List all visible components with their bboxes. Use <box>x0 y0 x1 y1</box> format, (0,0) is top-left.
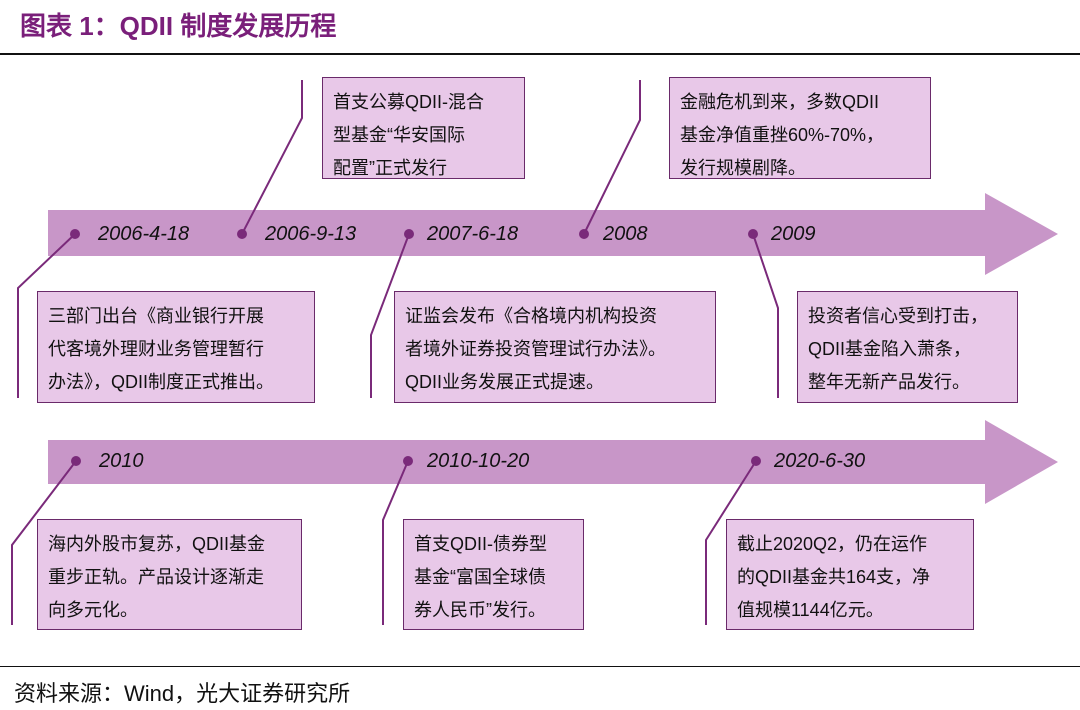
event-text-line: 三部门出台《商业银行开展 <box>48 306 264 326</box>
source-note: 资料来源：Wind，光大证券研究所 <box>14 681 351 706</box>
event-text-line: QDII基金陷入萧条， <box>808 339 972 359</box>
event-text-line: QDII业务发展正式提速。 <box>405 372 605 392</box>
event-text-line: 向多元化。 <box>48 600 138 620</box>
connector-e6 <box>11 460 77 625</box>
event-text-line: 型基金“华安国际 <box>333 125 465 145</box>
timeline-dot-2010 <box>71 456 81 466</box>
event-text-line: 基金净值重挫60%-70%， <box>680 125 885 145</box>
date-label: 2009 <box>771 223 816 245</box>
connector-e2 <box>241 80 303 235</box>
page-title: 图表 1：QDII 制度发展历程 <box>20 11 337 41</box>
timeline-dot-2020-6-30 <box>751 456 761 466</box>
event-text-line: 的QDII基金共164支，净 <box>737 567 931 587</box>
timeline-arrow-1 <box>48 193 1058 275</box>
timeline-dot-2006-4-18 <box>70 229 80 239</box>
timeline-dot-2007-6-18 <box>404 229 414 239</box>
event-text-line: 证监会发布《合格境内机构投资 <box>405 306 657 326</box>
event-text-line: 海内外股市复苏，QDII基金 <box>48 534 266 554</box>
connector-e1 <box>17 233 76 398</box>
event-box-2007-6-18: 证监会发布《合格境内机构投资 者境外证券投资管理试行办法》。 QDII业务发展正… <box>394 291 716 403</box>
event-box-2020-6-30: 截止2020Q2，仍在运作 的QDII基金共164支，净 值规模1144亿元。 <box>726 519 974 630</box>
event-box-2010-10-20: 首支QDII-债券型 基金“富国全球债 券人民币”发行。 <box>403 519 584 630</box>
connector-e4 <box>583 80 641 235</box>
event-text-line: 金融危机到来，多数QDII <box>680 92 880 112</box>
event-text-line: 代客境外理财业务管理暂行 <box>48 339 264 359</box>
connector-e7 <box>382 460 409 625</box>
event-text-line: 整年无新产品发行。 <box>808 372 970 392</box>
footer-divider <box>0 666 1080 667</box>
timeline-arrow-2 <box>48 420 1058 504</box>
event-text-line: 重步正轨。产品设计逐渐走 <box>48 567 264 587</box>
event-text-line: 基金“富国全球债 <box>414 567 546 587</box>
timeline-dot-2009 <box>748 229 758 239</box>
event-text-line: 配置”正式发行 <box>333 158 447 178</box>
timeline-dot-2010-10-20 <box>403 456 413 466</box>
date-label: 2006-4-18 <box>98 223 190 245</box>
date-label: 2010 <box>99 450 144 472</box>
event-box-2009: 投资者信心受到打击， QDII基金陷入萧条， 整年无新产品发行。 <box>797 291 1018 403</box>
event-box-2010: 海内外股市复苏，QDII基金 重步正轨。产品设计逐渐走 向多元化。 <box>37 519 302 630</box>
event-text-line: 券人民币”发行。 <box>414 600 546 620</box>
event-box-2008: 金融危机到来，多数QDII 基金净值重挫60%-70%， 发行规模剧降。 <box>669 77 931 179</box>
event-box-2006-4-18: 三部门出台《商业银行开展 代客境外理财业务管理暂行 办法》，QDII制度正式推出… <box>37 291 315 403</box>
connector-e8 <box>705 460 757 625</box>
event-text-line: 投资者信心受到打击， <box>808 306 988 326</box>
date-label: 2007-6-18 <box>427 223 519 245</box>
event-text-line: 发行规模剧降。 <box>680 158 806 178</box>
connector-e5 <box>752 233 779 398</box>
event-text-line: 办法》，QDII制度正式推出。 <box>48 372 275 392</box>
event-text-line: 首支公募QDII-混合 <box>333 92 484 112</box>
title-divider <box>0 53 1080 55</box>
date-label: 2020-6-30 <box>774 450 866 472</box>
event-text-line: 截止2020Q2，仍在运作 <box>737 534 928 554</box>
date-label: 2010-10-20 <box>427 450 530 472</box>
date-label: 2006-9-13 <box>265 223 357 245</box>
event-text-line: 值规模1144亿元。 <box>737 600 884 620</box>
date-label: 2008 <box>603 223 648 245</box>
timeline-dot-2008 <box>579 229 589 239</box>
event-text-line: 首支QDII-债券型 <box>414 534 547 554</box>
event-text-line: 者境外证券投资管理试行办法》。 <box>405 339 666 359</box>
timeline-dot-2006-9-13 <box>237 229 247 239</box>
event-box-2006-9-13: 首支公募QDII-混合 型基金“华安国际 配置”正式发行 <box>322 77 525 179</box>
connector-e3 <box>370 233 410 398</box>
